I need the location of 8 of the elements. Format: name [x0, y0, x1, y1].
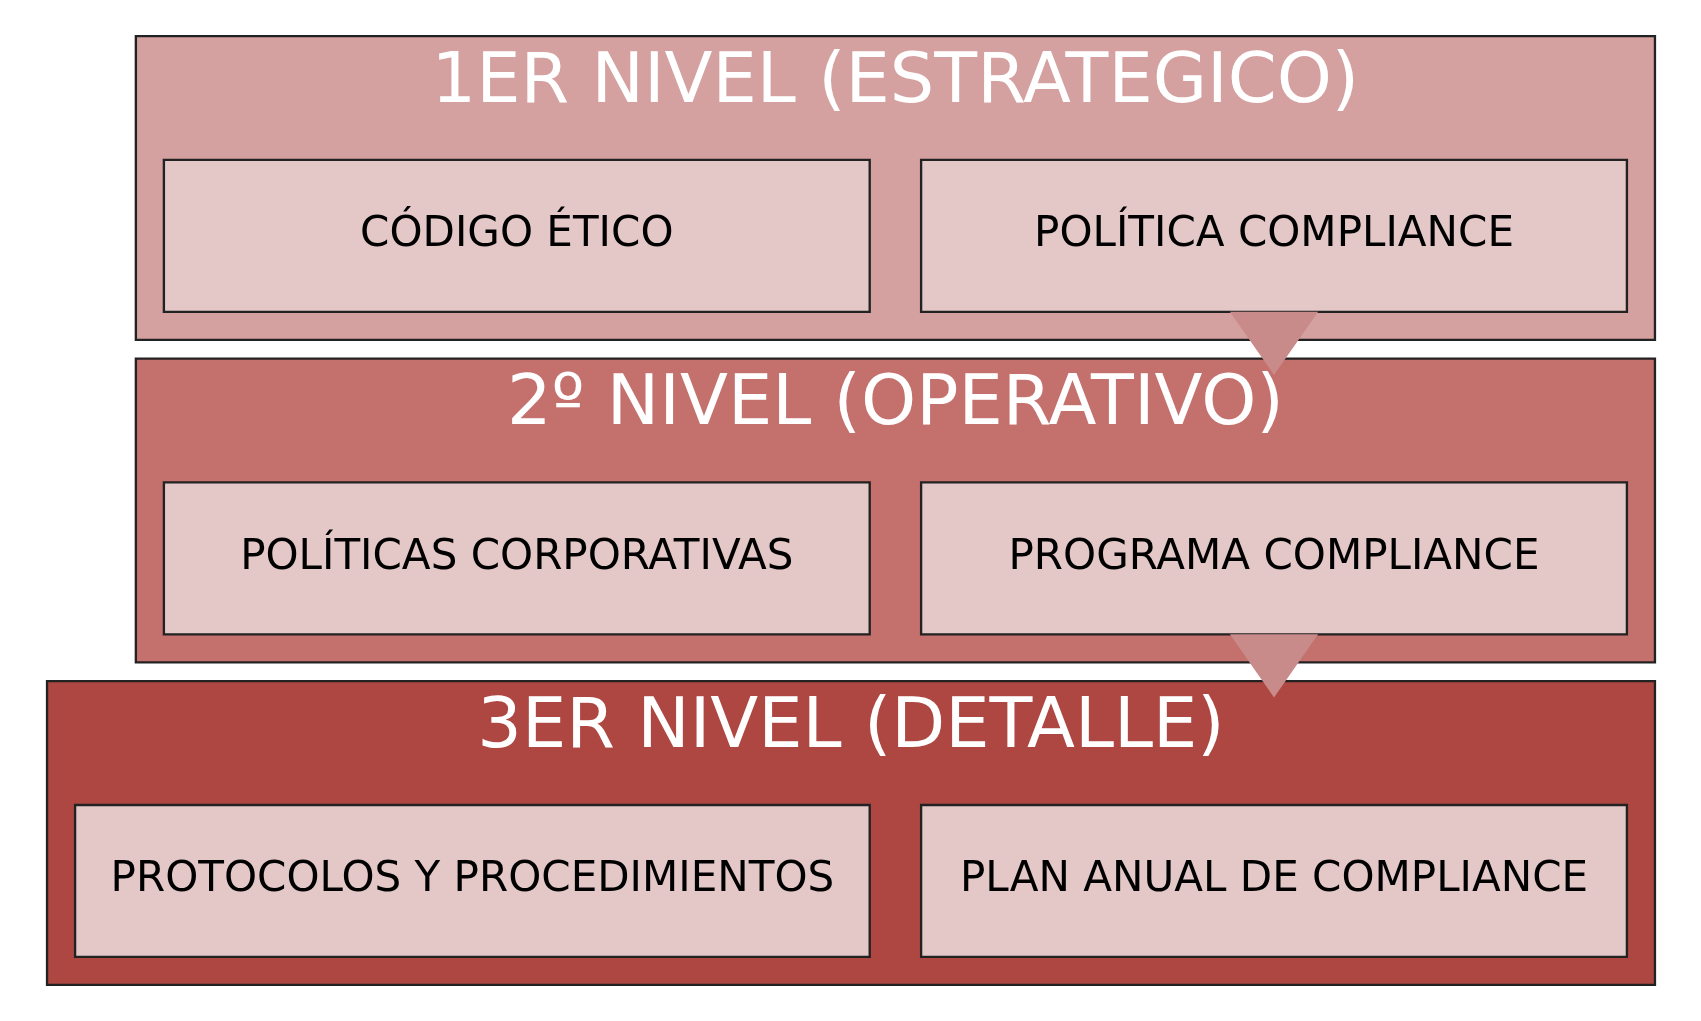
node-box: CÓDIGO ÉTICO — [162, 158, 871, 314]
node-box: PLAN ANUAL DE COMPLIANCE — [919, 803, 1628, 959]
node-box: POLÍTICA COMPLIANCE — [919, 158, 1628, 314]
node-box: PROGRAMA COMPLIANCE — [919, 481, 1628, 636]
arrow — [1229, 634, 1318, 698]
arrow — [1229, 311, 1318, 375]
node-box: PROTOCOLOS Y PROCEDIMIENTOS — [73, 803, 871, 959]
node-box: POLÍTICAS CORPORATIVAS — [162, 481, 871, 636]
